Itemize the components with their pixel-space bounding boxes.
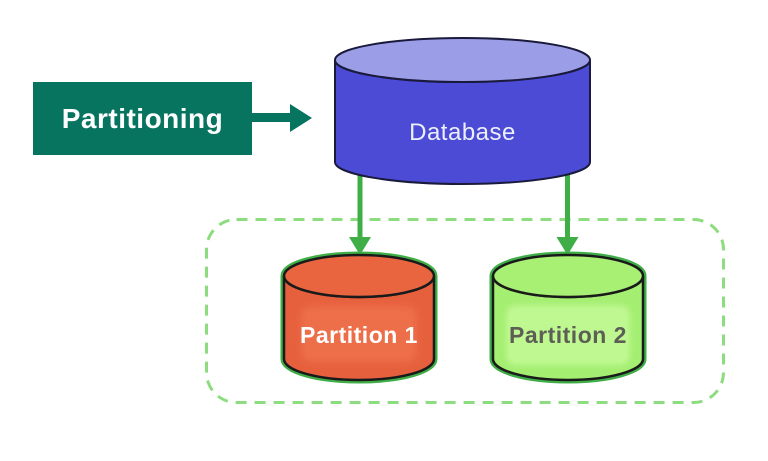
database-cylinder-top — [334, 37, 591, 83]
partition2-cylinder — [489, 251, 647, 384]
partition-group-dashed-border — [205, 218, 725, 404]
partitioning-label: Partitioning — [61, 102, 224, 134]
partitioning-arrow — [250, 104, 312, 132]
partition2-label: Partition 2 — [509, 322, 627, 348]
partition1-label: Partition 1 — [300, 322, 418, 348]
partition2-cylinder-top — [491, 253, 645, 299]
partition1-cylinder — [280, 251, 438, 384]
partitioning-label-box: Partitioning — [33, 82, 252, 155]
database-label: Database — [409, 119, 516, 146]
flow-arrow-left-head — [349, 237, 371, 255]
partition2-label-highlight — [506, 305, 630, 365]
partitioning-arrow-shaft — [250, 113, 292, 122]
partition1-cylinder-top — [282, 253, 436, 299]
flow-arrow-right-head — [556, 237, 579, 255]
partitioning-arrow-head — [290, 104, 312, 132]
database-cylinder — [334, 37, 591, 185]
partition1-label-highlight — [301, 306, 417, 362]
